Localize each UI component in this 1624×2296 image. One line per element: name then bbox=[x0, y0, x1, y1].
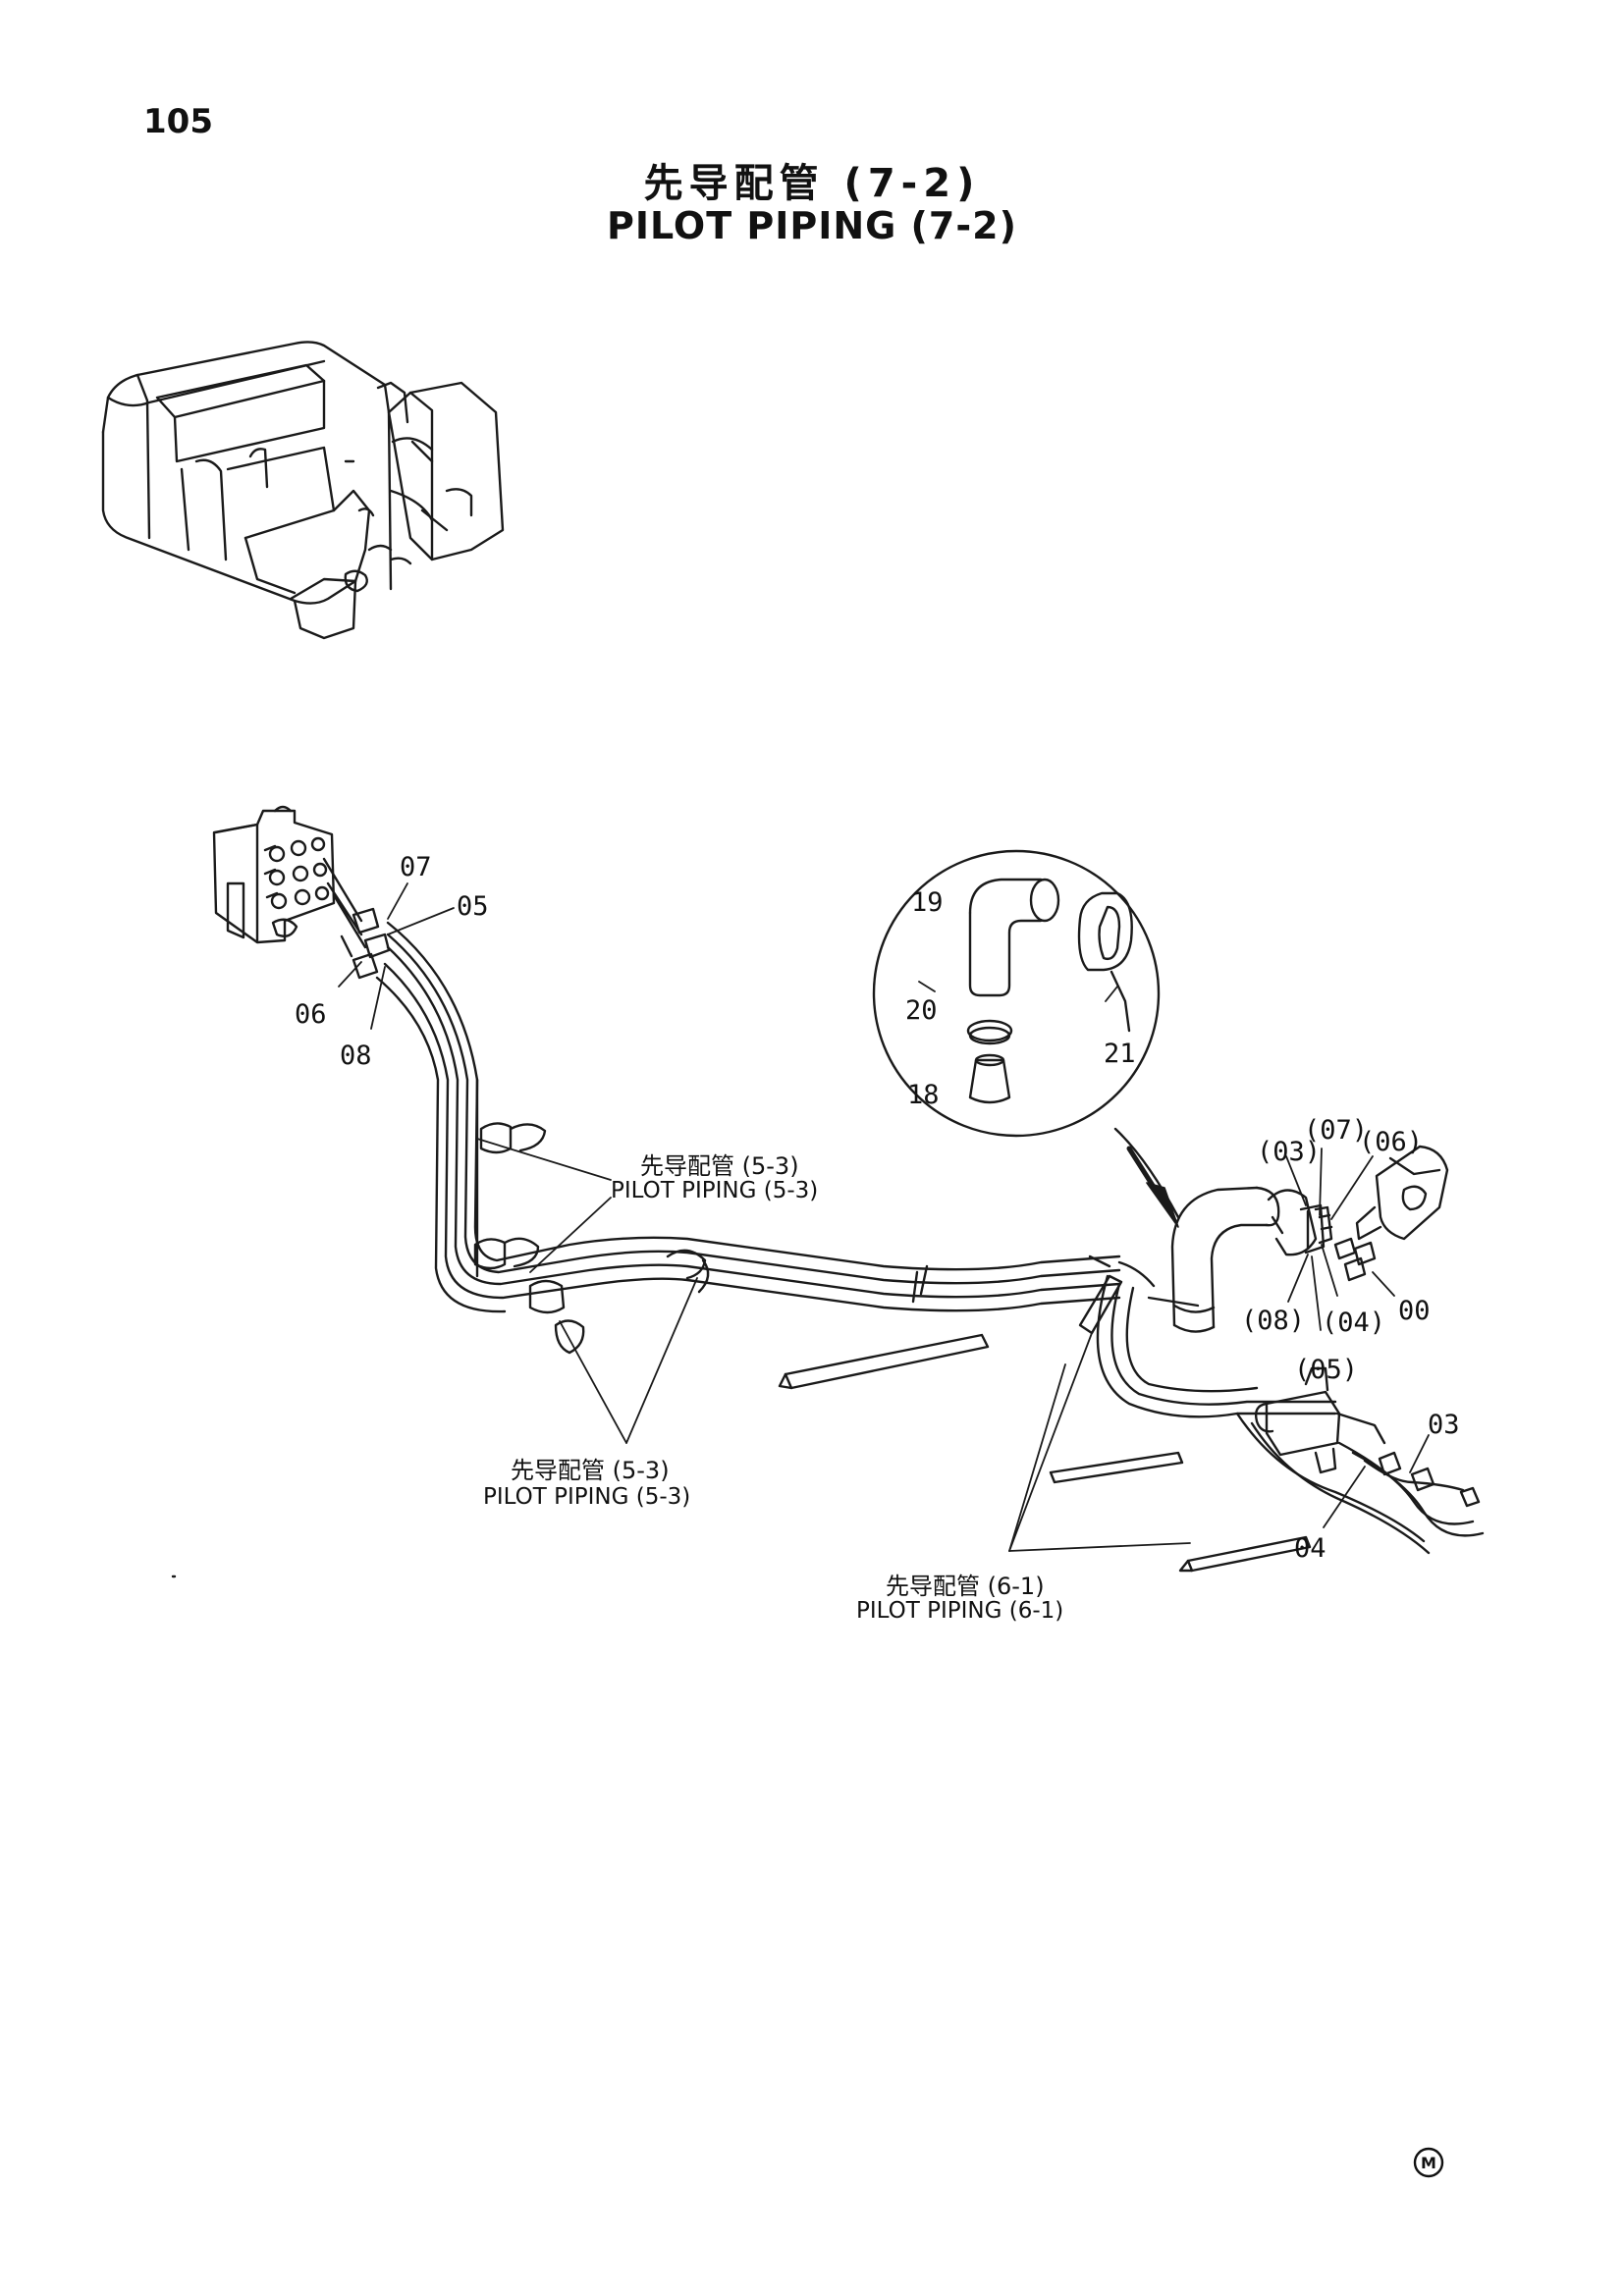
part-label-03: 03 bbox=[1428, 1410, 1460, 1440]
reference-5-3-upper-cn: 先导配管 (5-3) bbox=[640, 1152, 799, 1180]
reference-5-3-upper-en: PILOT PIPING (5-3) bbox=[611, 1178, 819, 1203]
part-label-21: 21 bbox=[1104, 1039, 1136, 1069]
logo-letter: M bbox=[1421, 2154, 1436, 2172]
part-label-06-ref: (06) bbox=[1359, 1127, 1424, 1157]
part-label-03-ref: (03) bbox=[1257, 1137, 1322, 1167]
page-number: 105 bbox=[143, 102, 213, 141]
part-label-05: 05 bbox=[457, 891, 489, 922]
part-label-07-ref: (07) bbox=[1304, 1115, 1369, 1146]
part-label-07: 07 bbox=[400, 852, 432, 882]
part-label-19: 19 bbox=[911, 887, 944, 918]
reference-6-1-cn: 先导配管 (6-1) bbox=[886, 1573, 1045, 1600]
part-label-00: 00 bbox=[1398, 1296, 1431, 1326]
detail-circle-drawing bbox=[872, 849, 1180, 1228]
machine-overview-drawing bbox=[101, 341, 505, 640]
manufacturer-logo: M bbox=[1413, 2147, 1444, 2178]
lower-pilot-valve-drawing bbox=[1235, 1366, 1485, 1555]
reference-5-3-lower-en: PILOT PIPING (5-3) bbox=[483, 1484, 691, 1510]
part-label-08: 08 bbox=[340, 1041, 372, 1071]
part-label-18: 18 bbox=[907, 1080, 940, 1110]
reference-5-3-lower-cn: 先导配管 (5-3) bbox=[511, 1457, 670, 1484]
part-label-08-ref: (08) bbox=[1241, 1306, 1306, 1336]
page-title-chinese: 先导配管 (7-2) bbox=[643, 161, 981, 206]
part-label-04-ref: (04) bbox=[1322, 1308, 1386, 1338]
reference-6-1-en: PILOT PIPING (6-1) bbox=[856, 1598, 1064, 1624]
part-label-04: 04 bbox=[1294, 1533, 1326, 1564]
hose-bundle-drawing bbox=[375, 921, 1337, 1573]
leader-lines bbox=[338, 882, 1430, 1552]
part-label-06: 06 bbox=[295, 999, 327, 1030]
page-title-english: PILOT PIPING (7-2) bbox=[607, 204, 1017, 247]
part-label-20: 20 bbox=[905, 995, 938, 1026]
pilot-valve-block-drawing bbox=[212, 805, 391, 980]
part-label-05-ref: (05) bbox=[1294, 1355, 1359, 1385]
elbow-fitting-drawing bbox=[1170, 1145, 1449, 1333]
